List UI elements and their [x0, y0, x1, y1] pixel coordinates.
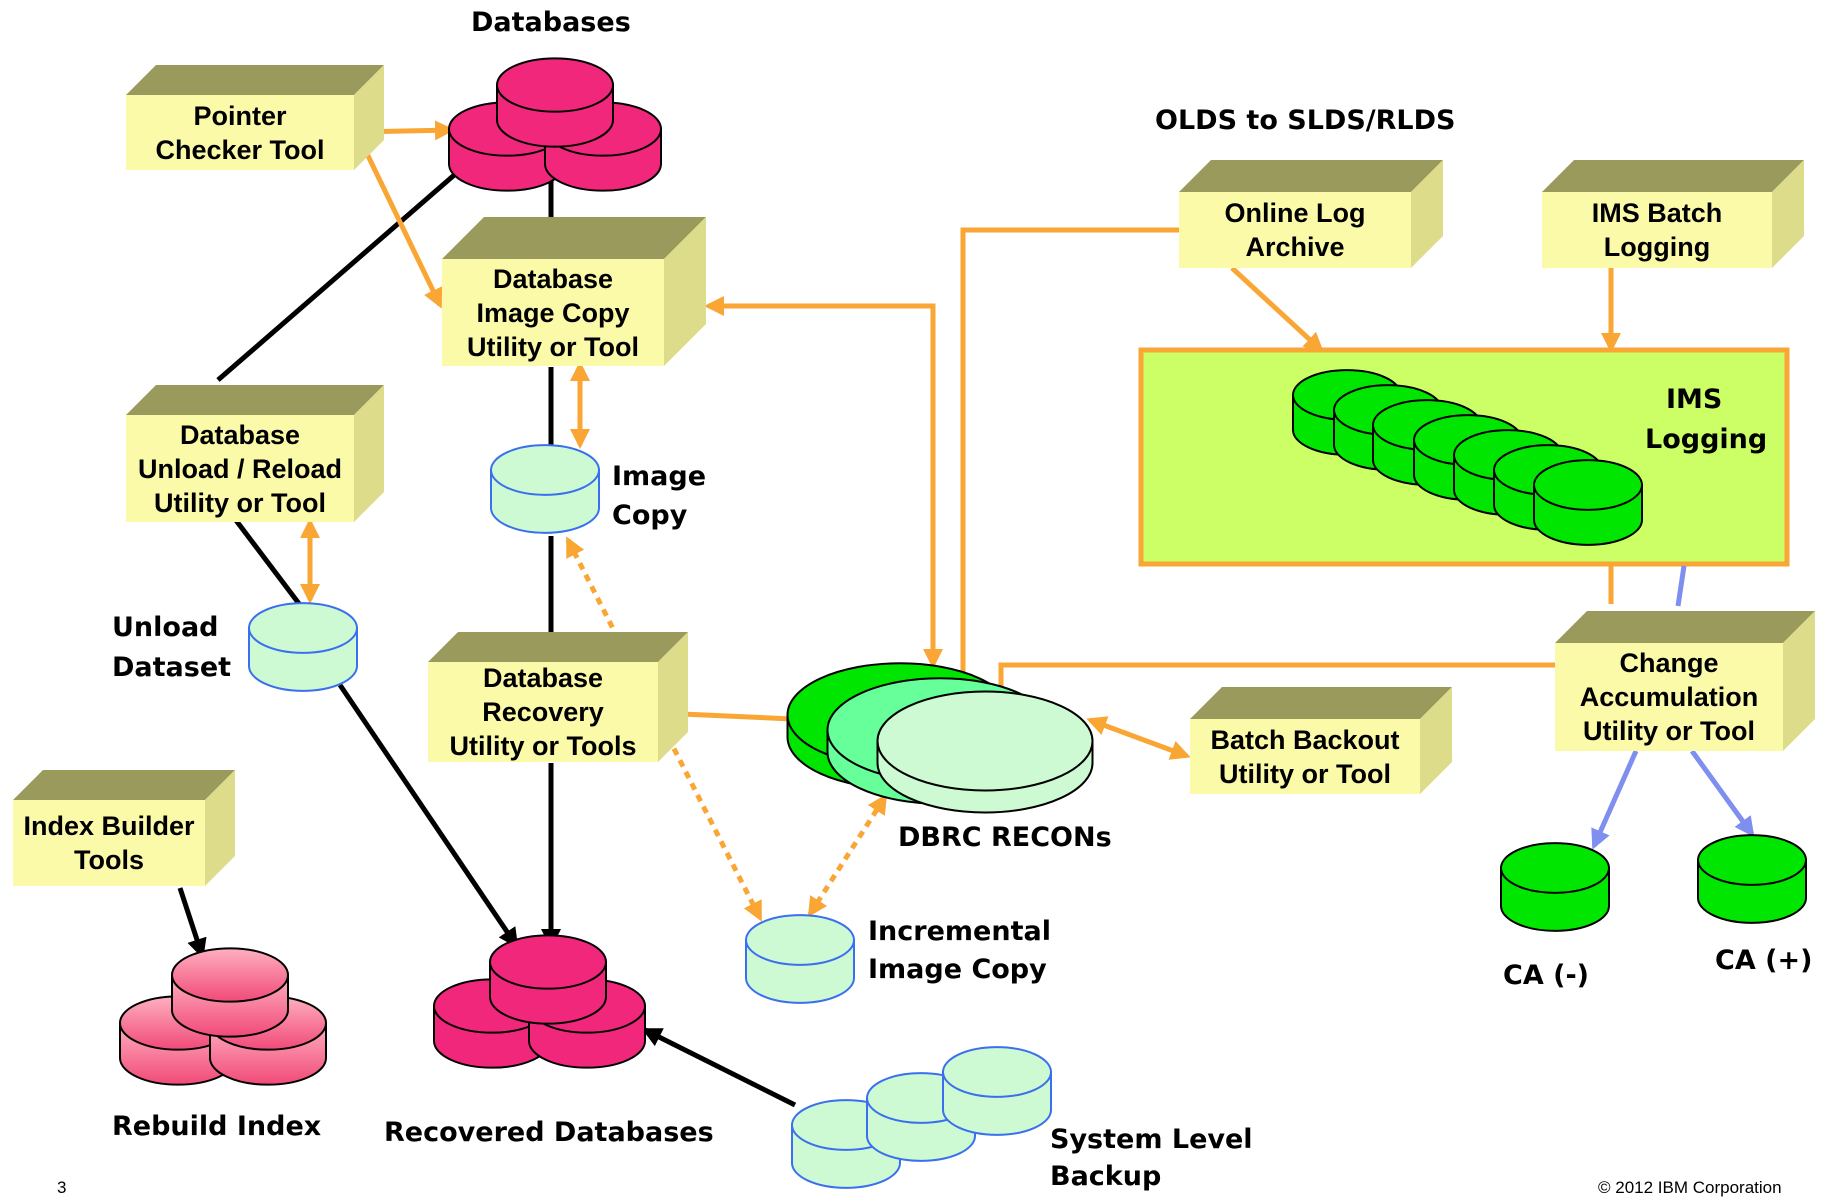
ims-log-cyl-7 — [1533, 459, 1643, 546]
pointer-checker-shape — [126, 65, 384, 170]
index-builder-line-1: Index Builder — [23, 811, 195, 841]
change-acc-shape — [1555, 611, 1815, 751]
unload-dataset-cyl — [248, 602, 358, 692]
unload-reload-line-2: Unload / Reload — [137, 453, 343, 484]
recovered-cyl-top — [489, 934, 607, 1025]
online-log-shape — [1179, 160, 1443, 268]
line-unload-to-dataset — [233, 517, 302, 607]
ims-batch-shape — [1542, 160, 1804, 268]
rebuild-cyl-top — [171, 947, 289, 1038]
system-level-backup-label-1: System Level — [1050, 1124, 1253, 1155]
image-copy-label-1: Image — [612, 461, 707, 492]
batch-backout-shape — [1190, 687, 1452, 794]
copyright: © 2012 IBM Corporation — [1598, 1178, 1782, 1197]
recovery-line-3: Utility or Tools — [449, 731, 637, 761]
databases-label: Databases — [471, 7, 631, 38]
recovery-line-1: Database — [482, 663, 604, 693]
databases-cyl-top — [496, 57, 614, 148]
arrow-ca-plus — [1689, 749, 1755, 838]
system-level-backup-label-2: Backup — [1050, 1161, 1162, 1192]
image-copy-utility-line-1: Database — [492, 263, 614, 294]
arrow-log-recon — [953, 227, 1179, 694]
online-log-line-2: Archive — [1245, 232, 1345, 262]
change-acc-line-1: Change — [1619, 648, 1719, 678]
dbrc-recons-label: DBRC RECONs — [898, 822, 1112, 853]
line-index-to-rebuild — [177, 887, 207, 959]
unload-reload-line-3: Utility or Tool — [154, 487, 326, 518]
ims-batch-line-2: Logging — [1603, 232, 1711, 262]
image-copy-cyl — [490, 444, 600, 534]
image-copy-utility-line-2: Image Copy — [476, 297, 630, 328]
ims-batch-line-1: IMS Batch — [1591, 198, 1723, 228]
arrow-recon-backout — [1086, 716, 1191, 760]
arrow-copy-recon — [704, 296, 943, 669]
slb-cyl-3 — [942, 1046, 1052, 1136]
dotted-incremental-recon — [807, 793, 888, 918]
unload-dataset-label-2: Dataset — [112, 652, 232, 683]
change-acc-line-2: Accumulation — [1579, 682, 1759, 712]
olds-to-slds-label: OLDS to SLDS/RLDS — [1155, 105, 1456, 136]
image-copy-utility-shape — [442, 217, 706, 366]
line-slb-to-recovered — [641, 1027, 797, 1108]
ca-plus-label: CA (+) — [1715, 945, 1813, 976]
arrow-archive-logging — [1230, 266, 1324, 353]
incremental-image-copy-label-1: Incremental — [868, 916, 1051, 947]
pointer-checker-line-1: Pointer — [193, 100, 287, 131]
index-builder-shape — [13, 770, 235, 886]
recovery-utility-shape — [428, 632, 688, 762]
batch-backout-line-1: Batch Backout — [1210, 724, 1400, 755]
arrow-pointer-copy — [355, 131, 443, 309]
pointer-checker-line-2: Checker Tool — [155, 134, 325, 165]
ims-logging-label-2: Logging — [1645, 424, 1768, 455]
ca-plus-cyl — [1697, 834, 1807, 924]
batch-backout-line-2: Utility or Tool — [1219, 758, 1391, 789]
arrow-ca-minus — [1591, 749, 1639, 850]
recon-cyl-3 — [876, 690, 1094, 814]
change-acc-line-3: Utility or Tool — [1583, 716, 1755, 746]
ims-logging-label-1: IMS — [1666, 384, 1723, 415]
unload-reload-line-1: Database — [179, 419, 301, 450]
rebuild-index-label: Rebuild Index — [112, 1111, 322, 1142]
incremental-image-copy-label-2: Image Copy — [868, 954, 1047, 985]
index-builder-line-2: Tools — [74, 845, 144, 875]
line-dataset-to-recovered — [337, 683, 519, 949]
recovered-databases-label: Recovered Databases — [384, 1117, 714, 1148]
ca-minus-label: CA (-) — [1503, 960, 1589, 991]
line-logging-ca-blue — [1675, 565, 1687, 607]
page-number: 3 — [57, 1178, 67, 1197]
unload-reload-shape — [126, 385, 384, 522]
incremental-cyl — [745, 914, 855, 1004]
image-copy-utility-line-3: Utility or Tool — [467, 331, 639, 362]
image-copy-label-2: Copy — [612, 500, 688, 531]
ca-minus-cyl — [1500, 842, 1610, 932]
recovery-line-2: Recovery — [482, 697, 604, 727]
online-log-line-1: Online Log — [1224, 198, 1366, 228]
unload-dataset-label-1: Unload — [112, 612, 219, 643]
